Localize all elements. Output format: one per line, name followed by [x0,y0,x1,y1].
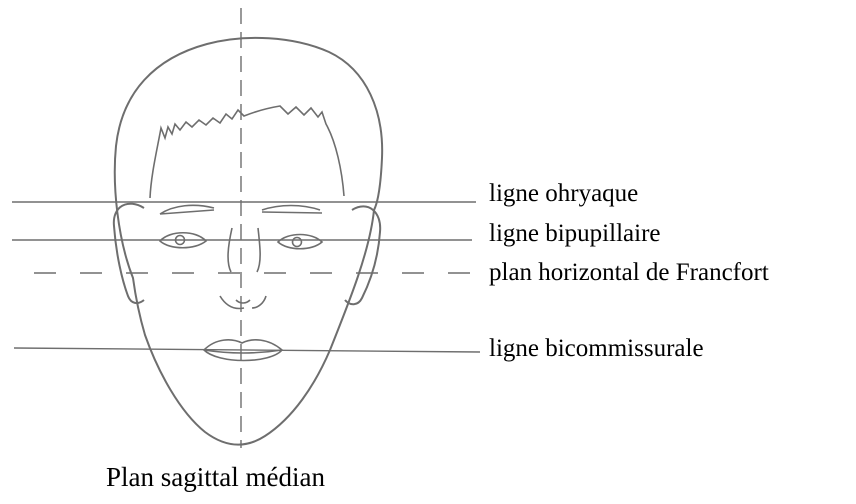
ohryaque-label: ligne ohryaque [489,181,638,206]
sagittal-plane-caption: Plan sagittal médian [106,464,325,491]
bicommissurale-line [14,348,480,352]
right-eyebrow [262,206,322,214]
right-ear [345,206,380,304]
hairline [150,106,344,198]
left-eyebrow [160,205,214,214]
right-pupil [293,238,302,247]
right-eye [278,235,322,249]
francfort-label: plan horizontal de Francfort [489,260,769,285]
bicommissurale-label: ligne bicommissurale [489,336,704,361]
head-outline [115,38,382,445]
bipupillaire-label: ligne bipupillaire [489,221,660,246]
